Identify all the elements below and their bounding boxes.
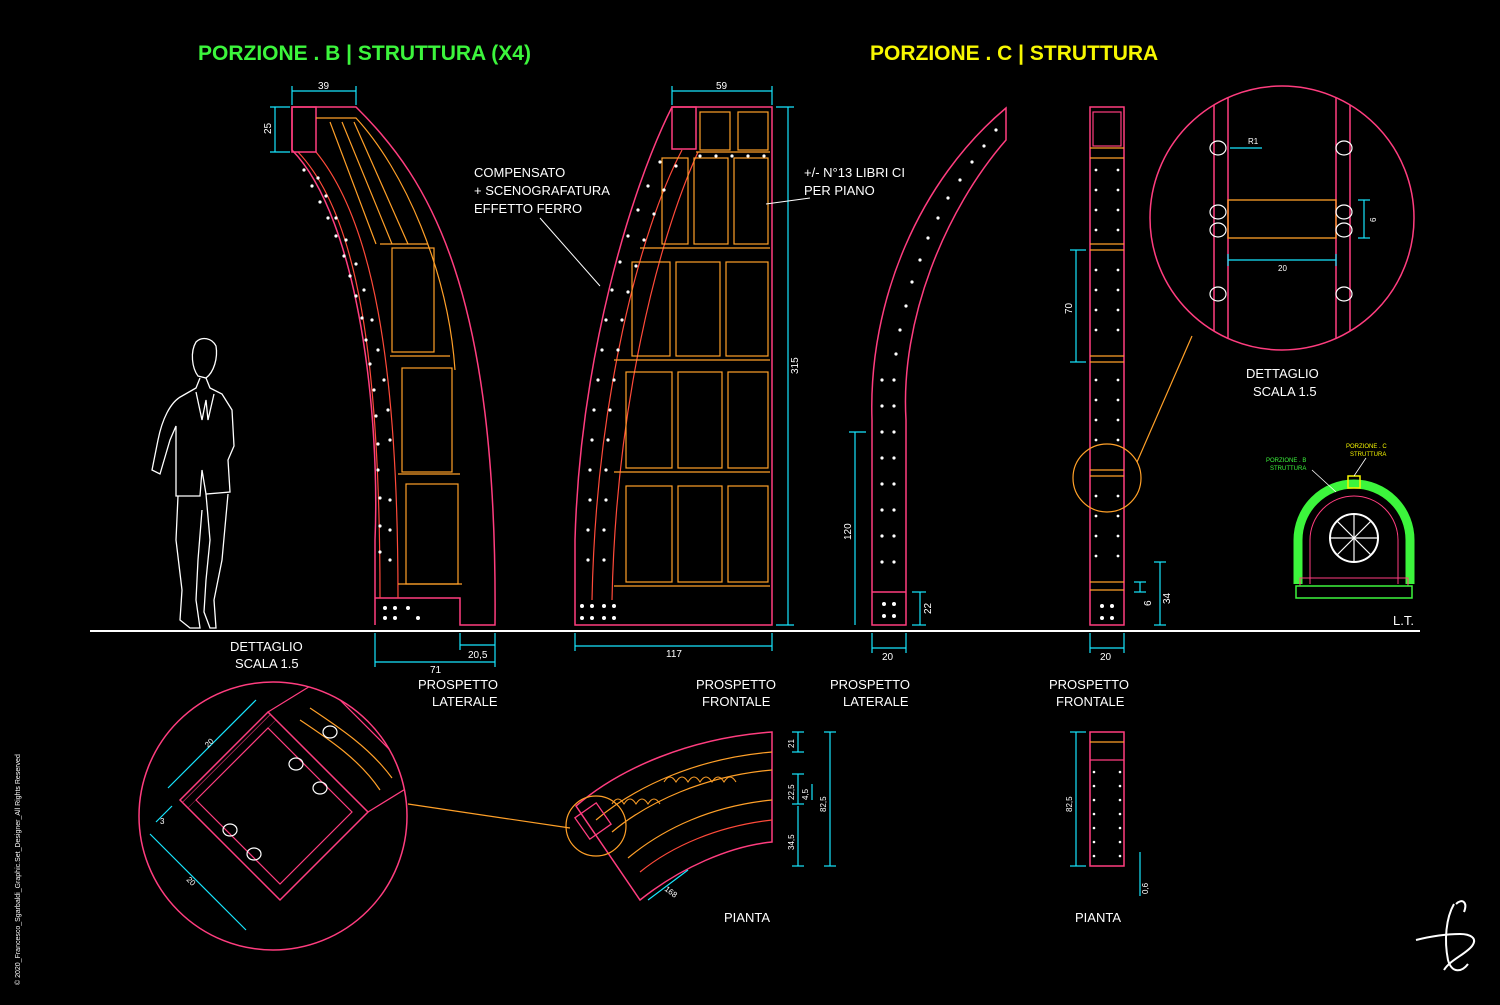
- dim-detail-left-20b: 20: [185, 875, 198, 888]
- dim-detail-r1: R1: [1248, 137, 1259, 146]
- dim-b-height-top: 25: [263, 122, 274, 134]
- minimap-b-2: STRUTTURA: [1270, 466, 1306, 472]
- label-b-lateral-1: PROSPETTO: [418, 677, 498, 692]
- label-c-frontal-2: FRONTALE: [1056, 694, 1125, 709]
- ground-label: L.T.: [1393, 613, 1414, 628]
- dim-b-front-top: 59: [716, 81, 728, 92]
- detail-callout-circle: [1072, 443, 1142, 513]
- copyright-text: © 2020_Francesco_Sgarbaldi_Graphic.Set_D…: [14, 754, 22, 985]
- human-figure-icon: [151, 337, 235, 629]
- title-porzione-c: PORZIONE . C | STRUTTURA: [870, 42, 1158, 65]
- dim-b-width-top: 39: [318, 81, 330, 92]
- dim-c-lat-height: 120: [843, 523, 854, 540]
- dim-c-front-34: 34: [1162, 592, 1173, 604]
- portion-c-frontal-view: 70 6 34 20: [1064, 106, 1193, 663]
- dim-c-lat-base: 20: [882, 652, 894, 663]
- note-compensato-3: EFFETTO FERRO: [474, 201, 582, 216]
- label-c-lateral-2: LATERALE: [843, 694, 909, 709]
- label-c-frontal-1: PROSPETTO: [1049, 677, 1129, 692]
- note-libri-1: +/- N°13 LIBRI CI: [804, 165, 905, 180]
- portion-c-plan: 82,5 0,6 PIANTA: [1065, 731, 1150, 925]
- label-b-lateral-2: LATERALE: [432, 694, 498, 709]
- rivet-dots-b-front: [580, 154, 766, 620]
- note-libri-2: PER PIANO: [804, 183, 875, 198]
- dim-plan-82-5: 82,5: [819, 796, 828, 812]
- title-porzione-b: PORZIONE . B | STRUTTURA (X4): [198, 42, 531, 65]
- dim-detail-6: 6: [1369, 217, 1378, 222]
- detail-top-right: R1 20 6 DETTAGLIO SCALA 1.5: [1149, 85, 1415, 399]
- note-compensato-1: COMPENSATO: [474, 165, 565, 180]
- portion-b-plan: 21 22,5 4,5 82,5 34,5 168 PIANTA: [565, 731, 836, 925]
- rivet-dots-c-front: [1094, 168, 1120, 620]
- key-plan-minimap: PORZIONE . B STRUTTURA PORZIONE . C STRU…: [1266, 444, 1415, 599]
- dim-b-front-base: 117: [666, 649, 682, 660]
- portion-b-lateral-view: 39 25 71 20,5: [263, 81, 496, 676]
- dim-c-front-6: 6: [1143, 600, 1154, 606]
- minimap-c-2: STRUTTURA: [1350, 452, 1386, 458]
- dim-c-plan-0-6: 0,6: [1141, 882, 1150, 894]
- minimap-c-1: PORZIONE . C: [1346, 444, 1387, 450]
- portion-b-frontal-view: 59 315 117: [574, 81, 801, 660]
- rivet-dots-b-lat: [302, 168, 420, 620]
- label-pianta-b: PIANTA: [724, 910, 770, 925]
- detail-top-label-1: DETTAGLIO: [1246, 366, 1319, 381]
- note-compensato-2: + SCENOGRAFATURA: [474, 183, 610, 198]
- dim-plan-21: 21: [787, 739, 796, 748]
- dim-c-lat-22: 22: [923, 602, 934, 614]
- dim-detail-20: 20: [1278, 264, 1287, 273]
- dim-b-base-total: 71: [430, 665, 442, 676]
- detail-left-leader: [407, 803, 571, 829]
- detail-left-label-2: SCALA 1.5: [235, 656, 299, 671]
- portion-c-lateral-view: 120 20 22: [843, 106, 1007, 663]
- dim-plan-4-5: 4,5: [801, 788, 810, 800]
- detail-left-label-1: DETTAGLIO: [230, 639, 303, 654]
- label-b-frontal-2: FRONTALE: [702, 694, 771, 709]
- dim-detail-left-20a: 20: [203, 736, 216, 749]
- rivet-dots-c-lat: [880, 128, 998, 618]
- dim-plan-168: 168: [663, 884, 680, 900]
- dim-b-front-height: 315: [790, 357, 801, 374]
- detail-callout-leader: [1136, 335, 1193, 463]
- label-b-frontal-1: PROSPETTO: [696, 677, 776, 692]
- signature-logo: [1415, 900, 1476, 972]
- dim-plan-34-5: 34,5: [787, 834, 796, 850]
- dim-plan-22-5: 22,5: [787, 784, 796, 800]
- label-pianta-c: PIANTA: [1075, 910, 1121, 925]
- dim-c-plan-82-5: 82,5: [1065, 796, 1074, 812]
- minimap-b-1: PORZIONE . B: [1266, 458, 1306, 464]
- dim-b-base-right: 20,5: [468, 650, 488, 661]
- detail-bottom-left: 20 20 3 DETTAGLIO SCALA 1.5: [138, 639, 571, 951]
- leader-compensato: [539, 217, 601, 287]
- dim-detail-left-3: 3: [160, 817, 165, 826]
- dim-c-front-70: 70: [1064, 302, 1075, 314]
- detail-top-label-2: SCALA 1.5: [1253, 384, 1317, 399]
- dim-c-front-base: 20: [1100, 652, 1112, 663]
- leader-libri: [765, 197, 811, 205]
- label-c-lateral-1: PROSPETTO: [830, 677, 910, 692]
